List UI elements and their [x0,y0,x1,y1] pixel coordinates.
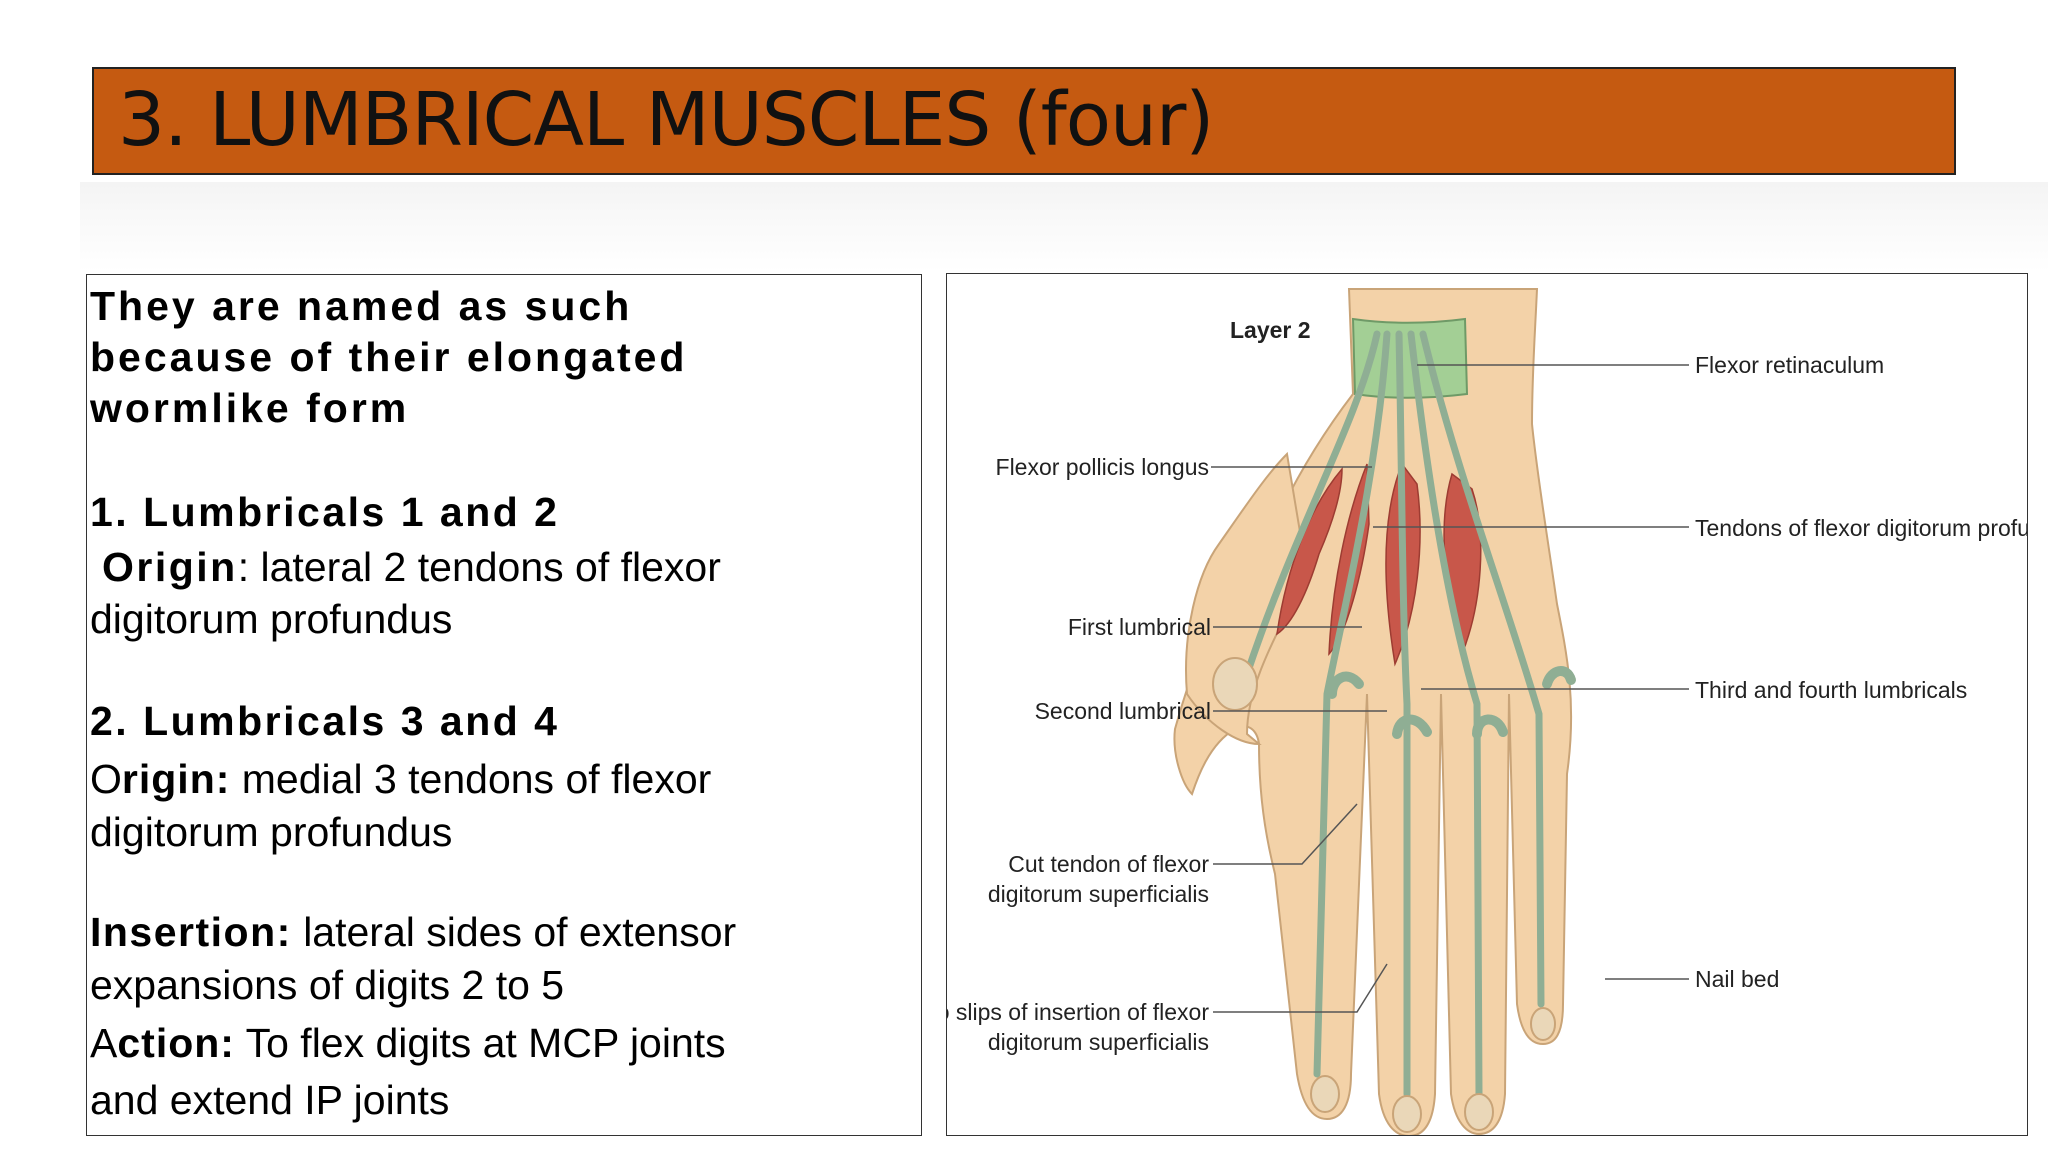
label-cut-tendon-1: Cut tendon of flexor [1008,851,1209,877]
section1-origin-text: : lateral 2 tendons of flexor [237,544,721,590]
section2-origin-text-2: digitorum profundus [90,809,453,855]
section2-origin-label-o: O [90,756,122,802]
insertion-label: Insertion: [90,909,292,955]
label-two-slips-1: Two slips of insertion of flexor [947,999,1209,1025]
action-text-2: and extend IP joints [90,1077,450,1123]
cut-tendons [1327,666,1576,739]
nail-beds [1212,657,1556,1133]
insertion-text-1: lateral sides of extensor [291,909,737,955]
section2-origin-label: rigin: [121,756,231,802]
section2-origin-line: Origin: medial 3 tendons of flexor [90,751,916,807]
label-two-slips-2: digitorum superficialis [988,1029,1209,1055]
label-third-fourth-lumbricals: Third and fourth lumbricals [1695,677,1967,703]
section2-origin-text: medial 3 tendons of flexor [230,756,712,802]
text-panel-content: They are named as such because of their … [90,281,916,1126]
action-label-a: A [90,1020,118,1066]
leader-lines [1211,364,1689,1013]
hand-diagram: Layer 2 Flexor retinaculum Flexor pollic… [947,288,2028,1135]
label-second-lumbrical: Second lumbrical [1035,698,1211,724]
section1-origin-text-2: digitorum profundus [90,596,453,642]
title-bar: 3. LUMBRICAL MUSCLES (four) [92,67,1956,175]
section1-origin-line: Origin: lateral 2 tendons of flexor [90,540,916,594]
label-tendons-fdp: Tendons of flexor digitorum profundus [1695,515,2028,541]
slide-title: 3. LUMBRICAL MUSCLES (four) [118,77,1214,163]
background-shade [80,182,2048,272]
action-text-1: To flex digits at MCP joints [234,1020,726,1066]
label-flexor-pollicis-longus: Flexor pollicis longus [996,454,1209,480]
action-line-1: Action: To flex digits at MCP joints [90,1011,916,1075]
label-nail-bed: Nail bed [1695,966,1779,992]
intro-line-3: wormlike form [90,385,410,431]
label-cut-tendon-2: digitorum superficialis [988,881,1209,907]
section1-origin-label: Origin [102,544,238,590]
intro-line-1: They are named as such [90,283,633,329]
insertion-text-2: expansions of digits 2 to 5 [90,962,565,1008]
second-lumbrical-muscle [1328,463,1370,657]
section1-heading: 1. Lumbricals 1 and 2 [90,489,560,535]
action-label: ction: [117,1020,235,1066]
intro-line-2: because of their elongated [90,334,688,380]
label-first-lumbrical: First lumbrical [1068,614,1211,640]
flexor-tendons [1243,330,1545,1098]
figure-panel: Layer 2 Flexor retinaculum Flexor pollic… [946,273,2028,1136]
insertion-line-1: Insertion: lateral sides of extensor [90,904,916,960]
section2-heading: 2. Lumbricals 3 and 4 [90,698,560,744]
layer-label: Layer 2 [1230,317,1311,343]
text-panel: They are named as such because of their … [86,274,922,1136]
label-flexor-retinaculum: Flexor retinaculum [1695,352,1884,378]
